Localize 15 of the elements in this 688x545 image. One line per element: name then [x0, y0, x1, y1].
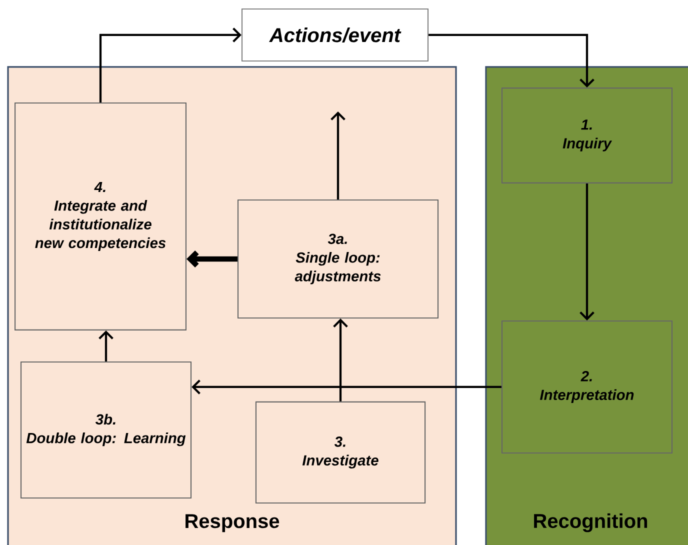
arrow — [99, 28, 242, 102]
process-box: 3. Investigate — [255, 401, 426, 504]
process-box: Actions/event — [241, 8, 429, 62]
process-box: 3a. Single loop: adjustments — [237, 199, 439, 319]
arrow — [98, 330, 114, 362]
process-box: 1. Inquiry — [501, 88, 673, 184]
arrow — [186, 250, 238, 268]
process-box: 4. Integrate and institutionalize new competencies — [14, 102, 186, 330]
process-box: 3b. Double loop: Learning — [20, 361, 192, 499]
arrow — [580, 184, 594, 320]
arrow — [192, 380, 502, 394]
arrow — [428, 34, 594, 88]
arrow — [330, 111, 346, 200]
process-box: 2. Interpretation — [501, 320, 673, 454]
arrow — [333, 318, 348, 402]
